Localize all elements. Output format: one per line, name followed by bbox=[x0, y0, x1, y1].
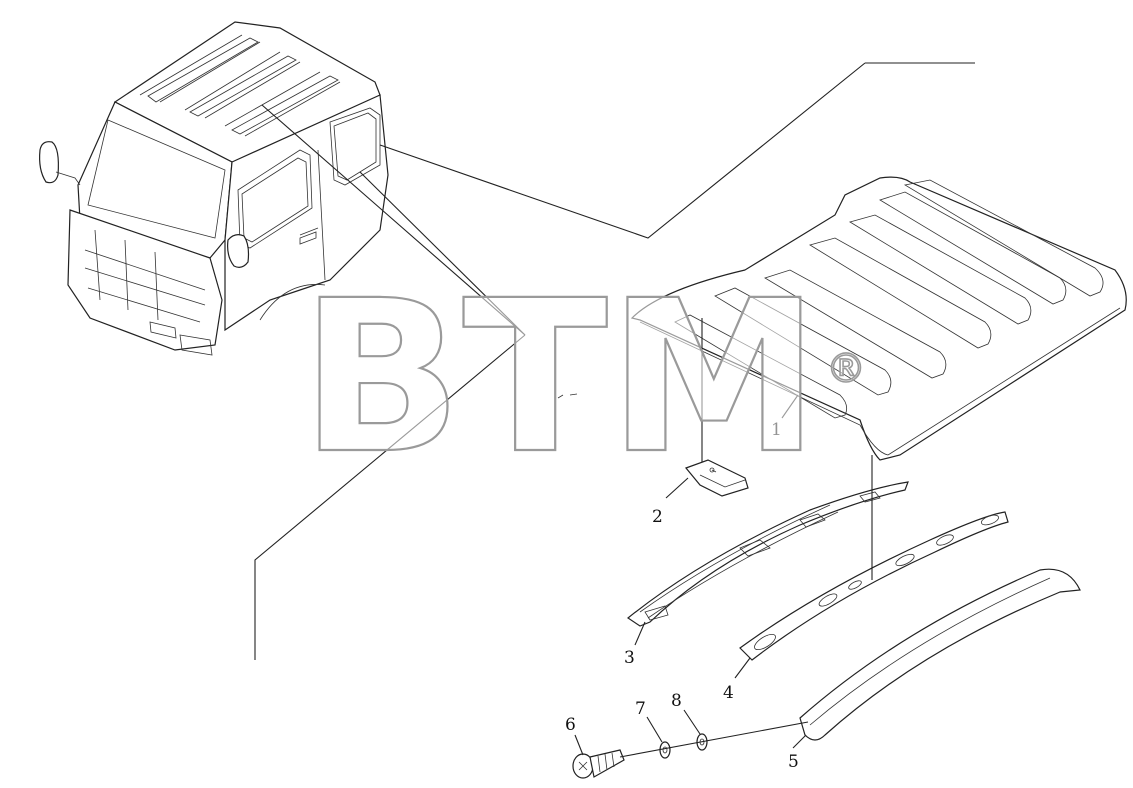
callout-labels: 1 2 3 4 5 6 7 8 bbox=[565, 420, 799, 772]
callout-2: 2 bbox=[652, 507, 663, 527]
roof-panel-part-1 bbox=[630, 176, 1127, 461]
callout-8: 8 bbox=[671, 691, 682, 711]
truck-cab-illustration bbox=[39, 21, 389, 356]
btm-watermark-logo: BTM ® bbox=[299, 254, 867, 501]
watermark-text: BTM bbox=[300, 255, 820, 500]
callout-4: 4 bbox=[723, 683, 734, 703]
roof-rail-part-3 bbox=[626, 481, 909, 627]
bolt-part-6 bbox=[572, 749, 625, 779]
drip-molding-part-5 bbox=[799, 568, 1081, 741]
callout-6: 6 bbox=[565, 715, 576, 735]
callout-3: 3 bbox=[624, 648, 635, 668]
washer-part-7 bbox=[659, 741, 671, 759]
leader-lines bbox=[254, 62, 975, 758]
bracket-part-2 bbox=[684, 459, 749, 497]
watermark-registered-mark: ® bbox=[826, 346, 866, 392]
callout-5: 5 bbox=[788, 752, 799, 772]
callout-1: 1 bbox=[771, 420, 782, 440]
callout-7: 7 bbox=[635, 699, 646, 719]
roof-bow-part-4 bbox=[739, 511, 1009, 661]
